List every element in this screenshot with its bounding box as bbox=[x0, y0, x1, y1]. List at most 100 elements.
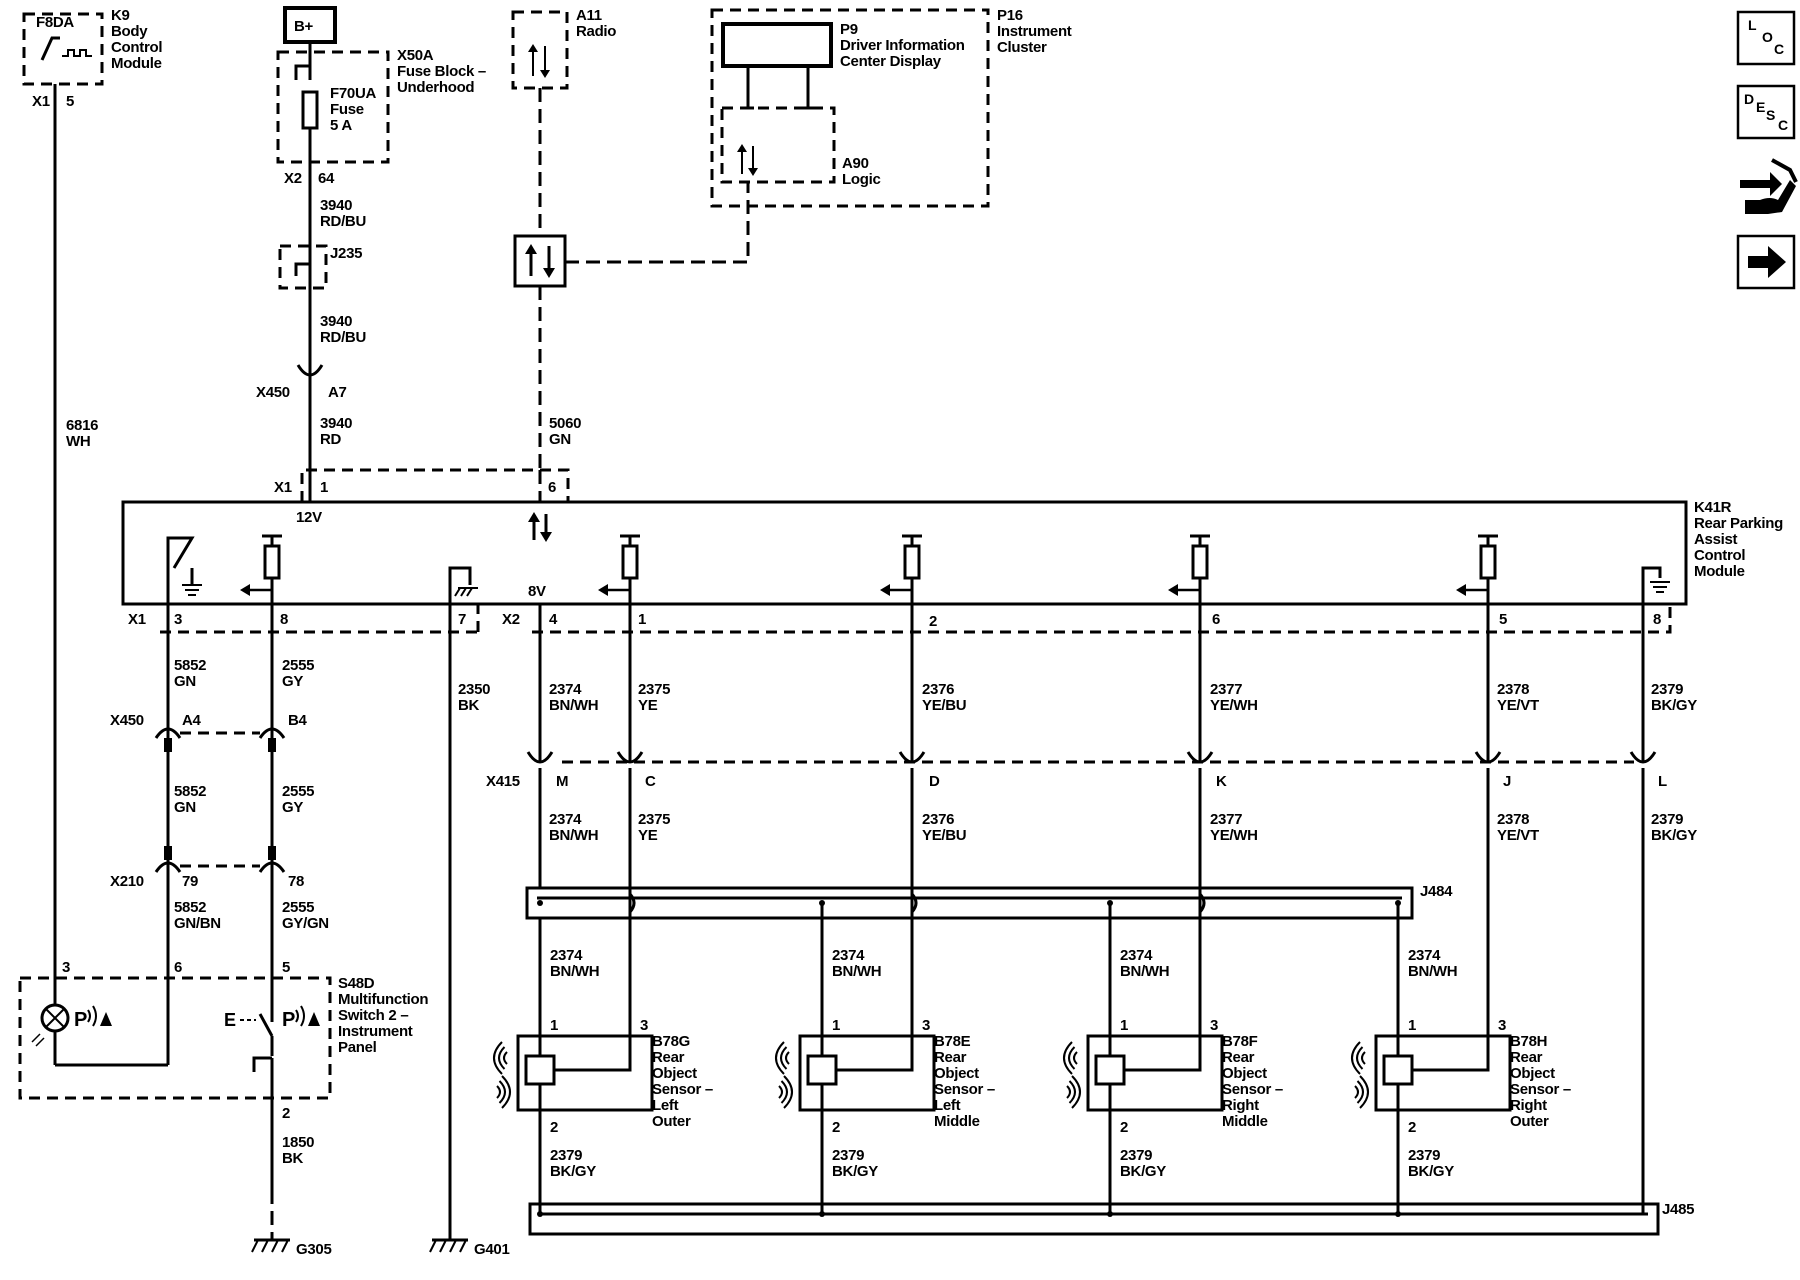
desc-letter-c: C bbox=[1778, 117, 1788, 133]
x2b-connector: X2 bbox=[502, 611, 520, 628]
x415-pin-k: K bbox=[1216, 773, 1227, 790]
wire-5060-color: GN bbox=[549, 431, 571, 448]
wire-2350-color: BK bbox=[458, 697, 480, 714]
sensor-label-5: Right bbox=[1222, 1097, 1259, 1114]
wire-6816-num: 6816 bbox=[66, 417, 98, 434]
pullup-resistor-3 bbox=[880, 534, 922, 604]
x2b-pin4: 4 bbox=[549, 611, 558, 628]
wire-2555a-num: 2555 bbox=[282, 657, 314, 674]
x1top-connector: X1 bbox=[274, 479, 292, 496]
x1b-pin3: 3 bbox=[174, 611, 182, 628]
k9-body-control-module: F8DA K9 Body Control Module X1 5 bbox=[22, 7, 163, 110]
sensor-pin1: 1 bbox=[1120, 1017, 1128, 1034]
x450a-connector: X450 bbox=[256, 384, 290, 401]
wire-5060-num: 5060 bbox=[549, 415, 581, 432]
loc-letter-l: L bbox=[1748, 17, 1757, 33]
fuse-label-1: F70UA bbox=[330, 85, 376, 102]
wire-2376b-color: YE/BU bbox=[922, 827, 966, 844]
x450b-pin-a4: A4 bbox=[182, 712, 202, 729]
s48d-label-4: Instrument bbox=[338, 1023, 413, 1040]
a11-label-2: Radio bbox=[576, 23, 616, 40]
description-button[interactable]: D E S C bbox=[1736, 84, 1796, 140]
sensor-label-1: B78H bbox=[1510, 1033, 1547, 1050]
p9-label-3: Center Display bbox=[840, 53, 942, 70]
wire-2374a-num: 2374 bbox=[549, 681, 582, 698]
a90-label-1: A90 bbox=[842, 155, 869, 172]
next-button[interactable] bbox=[1736, 234, 1796, 290]
x210-connector: X210 79 78 bbox=[110, 846, 304, 890]
sensor-label-2: Rear bbox=[1222, 1049, 1255, 1066]
p16-label-3: Cluster bbox=[997, 39, 1047, 56]
wire-2379b-num: 2379 bbox=[1651, 811, 1683, 828]
wire-3940c-color: RD bbox=[320, 431, 342, 448]
wire-2375a-color: YE bbox=[638, 697, 658, 714]
wire-2375a-num: 2375 bbox=[638, 681, 670, 698]
sensor-wire-b-num: 2379 bbox=[832, 1147, 864, 1164]
sensor-pin3: 3 bbox=[922, 1017, 930, 1034]
park-assist-icon-1 bbox=[87, 1005, 112, 1027]
k41r-label-1: K41R bbox=[1694, 499, 1732, 516]
sensor-wire-b-color: BK/GY bbox=[550, 1163, 596, 1180]
sensor-wire-a-color: BN/WH bbox=[1120, 963, 1169, 980]
wire-2378a-color: YE/VT bbox=[1497, 697, 1539, 714]
sensor-pin2: 2 bbox=[832, 1119, 840, 1136]
wire-1850-color: BK bbox=[282, 1150, 304, 1167]
s48d-park-assist-label-1: P bbox=[74, 1009, 87, 1031]
ultrasonic-wave-icon bbox=[1063, 1041, 1081, 1109]
wire-2377a-num: 2377 bbox=[1210, 681, 1242, 698]
x50a-connector: X2 bbox=[284, 170, 302, 187]
wire-2378b-color: YE/VT bbox=[1497, 827, 1539, 844]
p16-label-2: Instrument bbox=[997, 23, 1072, 40]
wire-2555b-color: GY bbox=[282, 799, 303, 816]
sensor-label-1: B78F bbox=[1222, 1033, 1258, 1050]
wire-5852c-num: 5852 bbox=[174, 899, 206, 916]
sensor-label-3: Object bbox=[934, 1065, 979, 1082]
wire-5852b-num: 5852 bbox=[174, 783, 206, 800]
x2b-pin6: 6 bbox=[1212, 611, 1220, 628]
sensor-pin2: 2 bbox=[550, 1119, 558, 1136]
sensor-wire-a-num: 2374 bbox=[550, 947, 583, 964]
s48d-label-5: Panel bbox=[338, 1039, 377, 1056]
sensor-wire-b-num: 2379 bbox=[1120, 1147, 1152, 1164]
wire-2555b-num: 2555 bbox=[282, 783, 314, 800]
sensor-label-1: B78E bbox=[934, 1033, 971, 1050]
fuse-label-2: Fuse bbox=[330, 101, 364, 118]
sensor-wire-a-color: BN/WH bbox=[832, 963, 881, 980]
g401-label: G401 bbox=[474, 1241, 510, 1258]
x50a-label-3: Underhood bbox=[397, 79, 474, 96]
x2b-pin1: 1 bbox=[638, 611, 646, 628]
sensor-label-4: Sensor – bbox=[934, 1081, 995, 1098]
sensor-pin2: 2 bbox=[1408, 1119, 1416, 1136]
wire-2377a-color: YE/WH bbox=[1210, 697, 1258, 714]
x210-connector-label: X210 bbox=[110, 873, 144, 890]
x210-pin79: 79 bbox=[182, 873, 198, 890]
location-button[interactable]: L O C bbox=[1736, 10, 1796, 66]
s48d-label-3: Switch 2 – bbox=[338, 1007, 408, 1024]
j235-splice: J235 bbox=[278, 244, 362, 290]
k9-label-1: K9 bbox=[111, 7, 130, 24]
j235-label: J235 bbox=[330, 245, 362, 262]
sensor-wire-a-num: 2374 bbox=[832, 947, 865, 964]
sensor-label-6: Middle bbox=[1222, 1113, 1268, 1130]
x450b-connector: X450 bbox=[110, 712, 144, 729]
bplus-label: B+ bbox=[294, 18, 314, 35]
x415-connector: X415 bbox=[486, 773, 520, 790]
s48d-pin3: 3 bbox=[62, 959, 70, 976]
sensor-label-1: B78G bbox=[652, 1033, 690, 1050]
sensor-label-3: Object bbox=[652, 1065, 697, 1082]
k41r-label-4: Control bbox=[1694, 547, 1745, 564]
sensor-wire-a-color: BN/WH bbox=[1408, 963, 1457, 980]
sensor-wire-a-num: 2374 bbox=[1120, 947, 1153, 964]
sensor-pin1: 1 bbox=[550, 1017, 558, 1034]
a11-label-1: A11 bbox=[576, 7, 602, 24]
connector-view-button[interactable] bbox=[1740, 158, 1798, 214]
k41r-label-2: Rear Parking bbox=[1694, 515, 1783, 532]
sensor-label-2: Rear bbox=[652, 1049, 685, 1066]
sensor-label-6: Outer bbox=[652, 1113, 691, 1130]
x450-connector-a7: X450 A7 bbox=[256, 364, 347, 470]
sensor-wire-group bbox=[526, 604, 1657, 1214]
sensor-label-3: Object bbox=[1510, 1065, 1555, 1082]
desc-letter-e: E bbox=[1756, 99, 1765, 115]
